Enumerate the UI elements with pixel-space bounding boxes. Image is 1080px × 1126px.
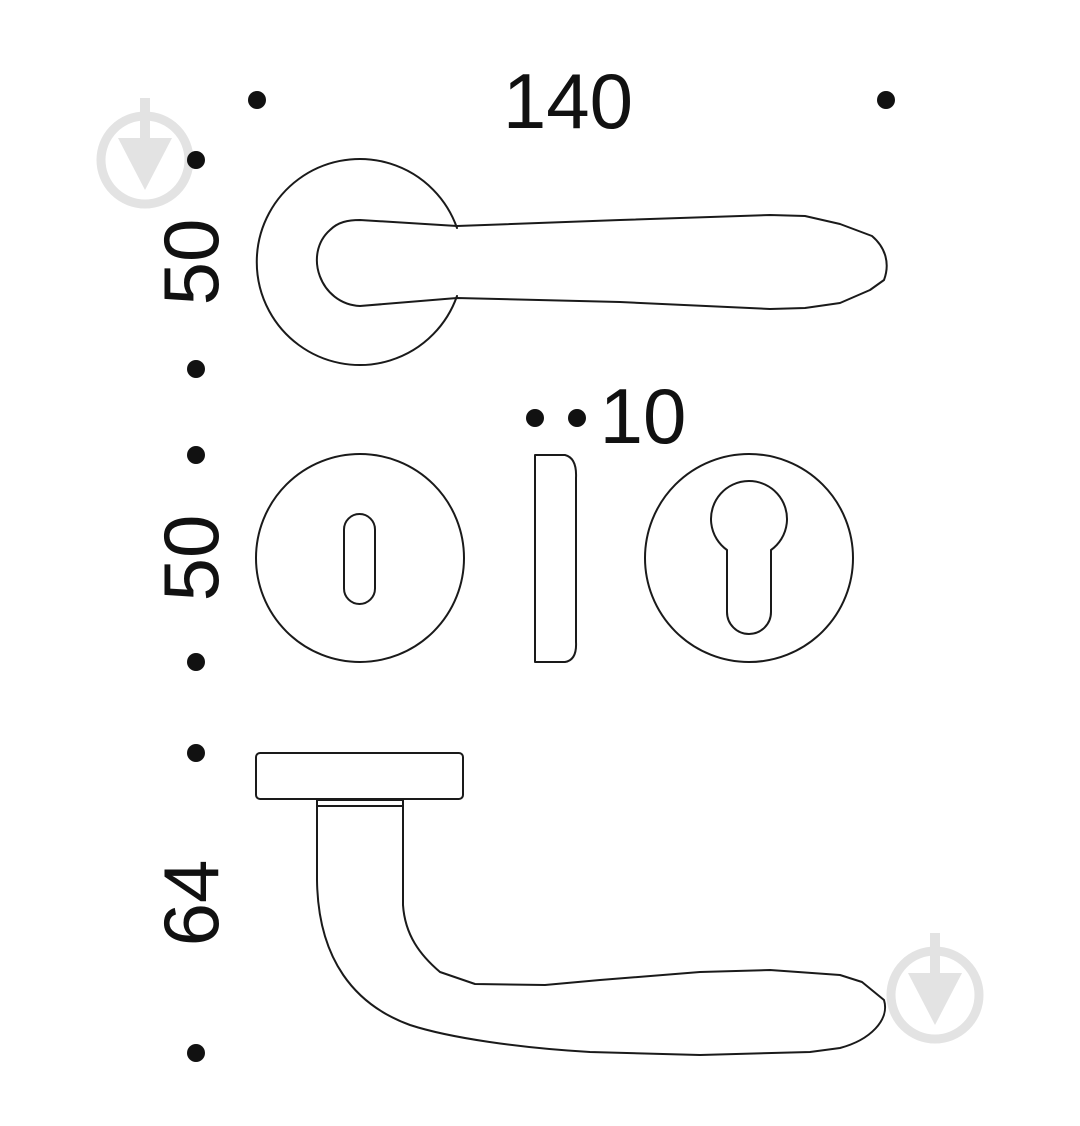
dimension-width-label: 140 [503, 57, 633, 145]
lever-handle-top-view [255, 158, 888, 366]
dimension-lever-height-label: 50 [147, 219, 235, 306]
dimension-escutcheon-height-label: 50 [147, 515, 235, 602]
lever-outline [315, 214, 888, 310]
watermark-download-icon [886, 933, 984, 1044]
keyhole-escutcheon [255, 453, 465, 663]
dimension-projection-label: 64 [147, 860, 235, 947]
cylinder-escutcheon [644, 453, 854, 663]
watermark-download-icon [96, 98, 194, 209]
rose-outline [255, 158, 458, 366]
escutcheon-side-profile [534, 454, 578, 663]
cylinder-cutout [710, 480, 788, 635]
dimension-thickness-label: 10 [600, 372, 687, 460]
keyhole-slot [343, 513, 376, 605]
lever-arm [316, 799, 887, 1056]
dimension-dots [187, 91, 895, 1062]
lever-handle-side-view [255, 752, 887, 1056]
rose-plate [255, 752, 464, 800]
neck [316, 799, 404, 807]
